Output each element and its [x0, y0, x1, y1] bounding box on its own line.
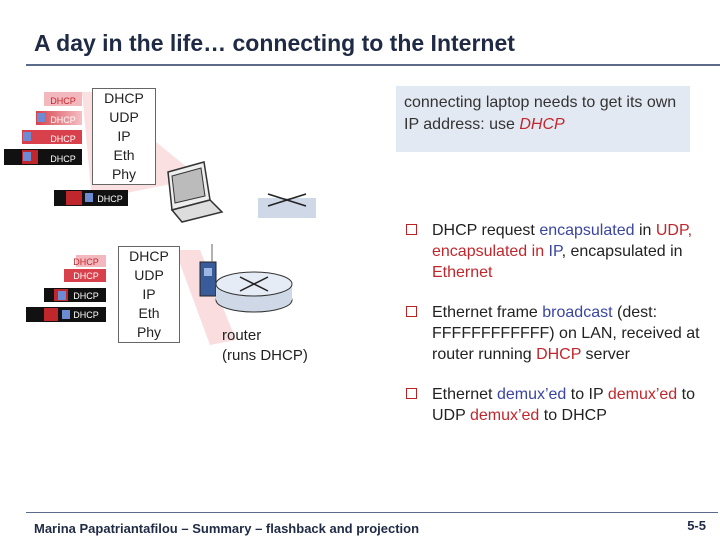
- packet-label: DHCP: [73, 310, 99, 320]
- bullet-text: , encapsulated in: [432, 222, 693, 260]
- router-label-line: (runs DHCP): [222, 347, 308, 364]
- packet-label: DHCP: [73, 271, 99, 281]
- packet-label: DHCP: [73, 257, 99, 267]
- stack-layer: Eth: [138, 305, 160, 321]
- bullet-text: , encapsulated in: [561, 243, 683, 260]
- router-packet-stack: DHCP DHCP DHCP DHCP: [26, 255, 106, 322]
- packet-layer-ip: [22, 130, 82, 144]
- stack-layer: UDP: [134, 267, 164, 283]
- bullet-marker-icon: [406, 224, 417, 235]
- stack-layer: DHCP: [104, 90, 144, 106]
- bullet-item: Ethernet demux’ed to IP demux’ed to UDP …: [406, 384, 706, 426]
- page-number: 5-5: [687, 518, 706, 533]
- page-title: A day in the life… connecting to the Int…: [34, 30, 515, 56]
- callout-box: connecting laptop needs to get its own I…: [396, 86, 690, 152]
- footer-divider: [26, 512, 718, 513]
- stack-layer: UDP: [109, 109, 139, 125]
- router-icon: [199, 261, 293, 313]
- bullet-text: demux’ed: [469, 407, 540, 424]
- packet-label: DHCP: [73, 291, 99, 301]
- bullet-text: to DHCP: [539, 407, 607, 424]
- bullet-list: DHCP request encapsulated in UDP , encaps…: [406, 220, 706, 445]
- bullet-marker-icon: [406, 306, 417, 317]
- bullet-text: in: [634, 222, 656, 239]
- packet-label: DHCP: [50, 154, 76, 164]
- bullet-text: Ethernet: [432, 386, 497, 403]
- bullet-item: DHCP request encapsulated in UDP , encaps…: [406, 220, 706, 283]
- router-label-line: router: [222, 327, 262, 344]
- laptop-packet-stack: DHCP DHCP DHCP DHCP: [4, 92, 82, 165]
- bullet-text: Ethernet frame: [432, 304, 543, 321]
- bullet-text: DHCP request: [432, 222, 540, 239]
- router-protocol-stack: DHCP UDP IP Eth Phy: [118, 246, 180, 343]
- packet-label: DHCP: [50, 115, 76, 125]
- bullet-text: DHCP: [536, 346, 582, 363]
- packet-label: DHCP: [50, 96, 76, 106]
- router-beam: [175, 250, 236, 345]
- bullet-text: demux’ed: [607, 386, 678, 403]
- stack-layer: IP: [142, 286, 156, 302]
- packet-layer-dhcp: [44, 92, 82, 106]
- footer-text: Marina Papatriantafilou – Summary – flas…: [34, 521, 420, 536]
- bullet-text: broadcast: [542, 304, 613, 321]
- bullet-text: encapsulated: [539, 222, 635, 239]
- router-label: router (runs DHCP): [222, 326, 308, 366]
- transit-packet: DHCP: [54, 190, 128, 206]
- bullet-text: UDP: [655, 222, 688, 239]
- callout-text: connecting laptop needs to get its own I…: [404, 94, 677, 133]
- bullet-item: Ethernet frame broadcast (dest: FFFFFFFF…: [406, 302, 706, 365]
- packet-label: DHCP: [50, 134, 76, 144]
- bullet-text: Ethernet: [432, 264, 493, 281]
- bullet-text: server: [581, 346, 631, 363]
- bullet-text: to IP: [566, 386, 608, 403]
- stack-layer: Phy: [136, 324, 162, 340]
- bullet-marker-icon: [406, 388, 417, 399]
- stack-layer: Phy: [111, 166, 137, 182]
- switch-icon: [258, 193, 316, 218]
- laptop-icon: [167, 161, 224, 223]
- callout-highlight: DHCP: [519, 116, 565, 133]
- bullet-text: IP: [548, 243, 562, 260]
- bullet-text: (dest: FFFFFFFFFFFF) on LAN, received at…: [432, 304, 700, 363]
- stack-layer: Eth: [113, 147, 135, 163]
- packet-label: DHCP: [97, 194, 123, 204]
- bullet-text: demux’ed: [496, 386, 567, 403]
- laptop-protocol-stack: DHCP UDP IP Eth Phy: [92, 88, 156, 185]
- bullet-text: to UDP: [432, 386, 695, 424]
- packet-layer-udp: [36, 111, 82, 125]
- title-divider: [26, 64, 720, 66]
- stack-layer: IP: [117, 128, 131, 144]
- stack-layer: DHCP: [129, 248, 169, 264]
